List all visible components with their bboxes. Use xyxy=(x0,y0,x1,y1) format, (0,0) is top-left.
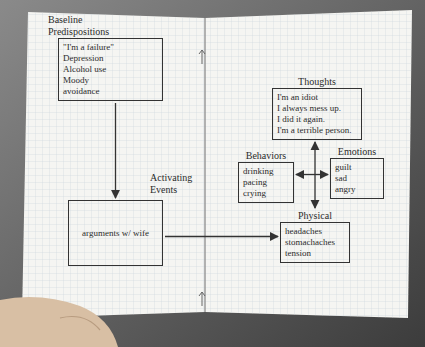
node-item: guilt xyxy=(335,162,379,173)
gutter-mark xyxy=(199,50,205,64)
box-outline: arguments w/ wife xyxy=(68,200,163,266)
connector-arrow xyxy=(165,236,278,237)
node-item: I'm an idiot xyxy=(277,92,357,103)
node-heading: Emotions xyxy=(330,146,384,158)
holding-hand xyxy=(0,297,118,347)
node-item: I did it again. xyxy=(277,114,357,125)
physical-box: Physicalheadachesstomachachestension xyxy=(280,210,350,263)
box-outline: "I'm a failure"DepressionAlcohol useMood… xyxy=(58,38,163,101)
node-item: Moody xyxy=(63,75,158,86)
notebook-page xyxy=(22,10,412,318)
node-heading: Thoughts xyxy=(272,76,362,88)
node-item: sad xyxy=(335,173,379,184)
node-item: I always mess up. xyxy=(277,103,357,114)
box-outline: I'm an idiotI always mess up.I did it ag… xyxy=(272,88,362,140)
predisposition-box: Baseline Predispositions"I'm a failure"D… xyxy=(48,14,163,101)
node-item: "I'm a failure" xyxy=(63,42,158,53)
node-item: Depression xyxy=(63,53,158,64)
node-item: tension xyxy=(285,248,345,259)
node-heading: Physical xyxy=(280,210,350,222)
node-item: Alcohol use xyxy=(63,64,158,75)
node-item: angry xyxy=(335,184,379,195)
thoughts-box: ThoughtsI'm an idiotI always mess up.I d… xyxy=(272,76,362,140)
box-outline: guiltsadangry xyxy=(330,158,384,199)
gutter-mark xyxy=(199,292,205,306)
node-item: avoidance xyxy=(63,86,158,97)
node-heading: Behaviors xyxy=(238,150,294,162)
thumb-nail xyxy=(60,317,100,331)
node-item: crying xyxy=(243,188,289,199)
node-item: pacing xyxy=(243,177,289,188)
box-outline: drinkingpacingcrying xyxy=(238,162,294,203)
notebook-gutter xyxy=(204,18,206,312)
node-item: I'm a terrible person. xyxy=(277,125,357,136)
connector-arrow xyxy=(296,174,328,175)
emotions-box: Emotionsguiltsadangry xyxy=(330,146,384,199)
behaviors-box: Behaviorsdrinkingpacingcrying xyxy=(238,150,294,203)
connector-arrow xyxy=(115,103,116,198)
grid-paper xyxy=(22,10,412,318)
node-item: arguments w/ wife xyxy=(82,228,149,239)
event-box: Activating Eventsarguments w/ wife xyxy=(68,200,163,266)
node-item: stomachaches xyxy=(285,237,345,248)
node-heading: Activating Events xyxy=(150,172,208,196)
node-heading: Baseline Predispositions xyxy=(48,14,128,38)
node-item: headaches xyxy=(285,226,345,237)
box-outline: headachesstomachachestension xyxy=(280,222,350,263)
node-item: drinking xyxy=(243,166,289,177)
